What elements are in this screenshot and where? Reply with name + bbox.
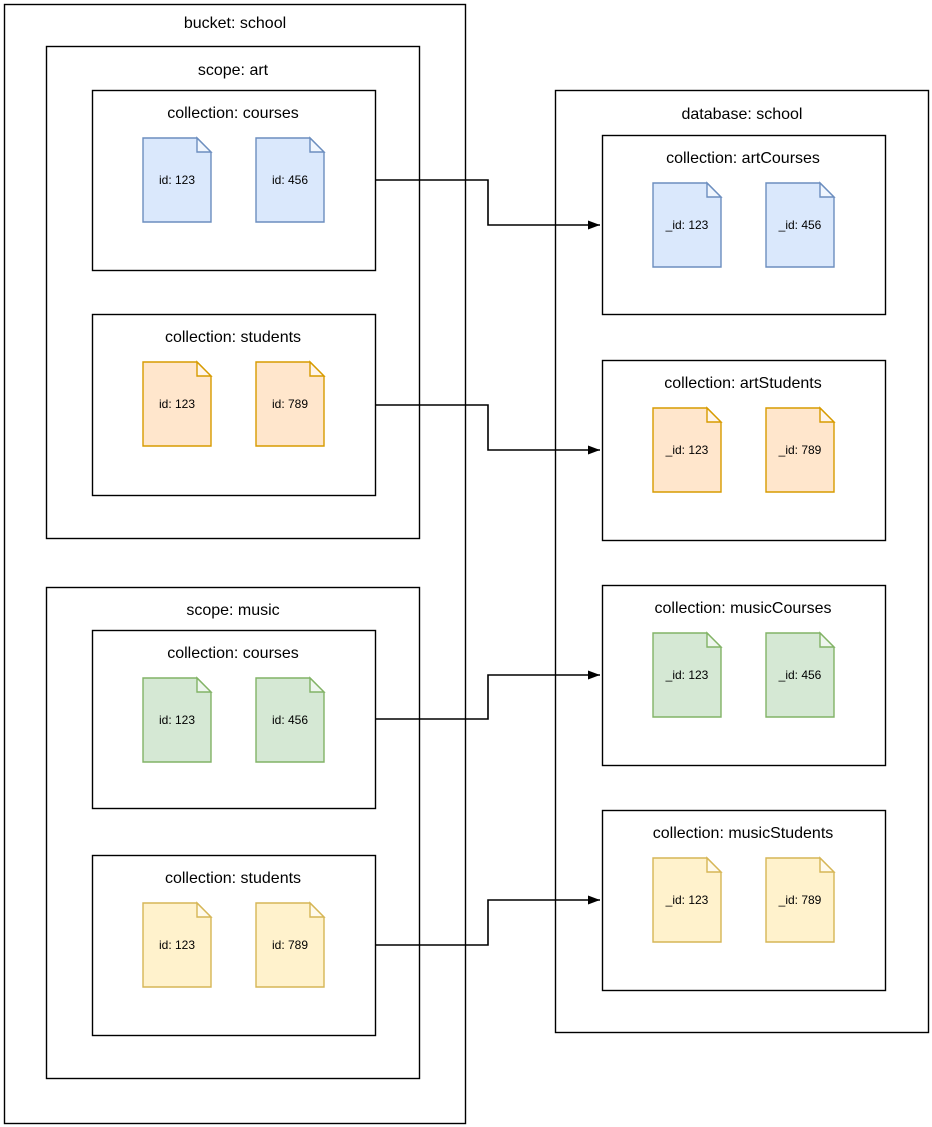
document-fold-corner — [196, 360, 213, 377]
document-shape — [652, 857, 722, 943]
arrow-music-courses-to-musiccourses — [376, 670, 600, 720]
document-shape — [652, 632, 722, 718]
document-id-label: id: 123 — [159, 938, 195, 952]
document-id-label: id: 123 — [159, 397, 195, 411]
art-students-doc-1: id: 123 — [142, 360, 213, 447]
document-shape — [765, 632, 835, 718]
bucket-school-label: bucket: school — [184, 15, 286, 32]
document-id-label: _id: 789 — [778, 893, 822, 907]
musicstudents-doc-2: _id: 789 — [765, 856, 836, 943]
music-students-collection-box — [91, 854, 377, 1037]
document-shape — [142, 137, 212, 223]
document-fold-corner — [309, 136, 326, 153]
document-shape — [255, 361, 325, 447]
artstudents-doc-2: _id: 789 — [765, 406, 836, 493]
document-id-label: _id: 456 — [778, 668, 822, 682]
document-fold-corner — [706, 856, 723, 873]
art-students-collection-box — [91, 313, 377, 497]
arrow-art-courses-to-artcourses — [376, 179, 600, 230]
music-students-doc-1: id: 123 — [142, 901, 213, 988]
musiccourses-collection-label: collection: musicCourses — [655, 600, 832, 617]
artcourses-doc-1: _id: 123 — [652, 181, 723, 268]
document-fold-corner — [706, 181, 723, 198]
document-id-label: _id: 123 — [665, 893, 709, 907]
scope-music-label: scope: music — [186, 602, 279, 619]
document-shape — [255, 677, 325, 763]
document-shape — [142, 902, 212, 988]
document-shape — [765, 407, 835, 493]
arrow-art-students-to-artstudents — [376, 404, 600, 455]
document-shape — [255, 137, 325, 223]
document-id-label: _id: 789 — [778, 443, 822, 457]
document-shape — [142, 677, 212, 763]
art-courses-collection-label: collection: courses — [167, 105, 299, 122]
document-id-label: id: 789 — [272, 938, 308, 952]
music-courses-doc-1: id: 123 — [142, 676, 213, 763]
musiccourses-collection-box — [601, 584, 887, 767]
document-id-label: _id: 123 — [665, 668, 709, 682]
music-students-doc-2: id: 789 — [255, 901, 326, 988]
musiccourses-doc-2: _id: 456 — [765, 631, 836, 718]
document-shape — [765, 182, 835, 268]
music-courses-doc-2: id: 456 — [255, 676, 326, 763]
document-id-label: _id: 123 — [665, 218, 709, 232]
art-students-collection-label: collection: students — [165, 329, 301, 346]
document-id-label: id: 123 — [159, 713, 195, 727]
document-fold-corner — [196, 676, 213, 693]
document-fold-corner — [706, 631, 723, 648]
document-id-label: id: 789 — [272, 397, 308, 411]
document-fold-corner — [309, 676, 326, 693]
artstudents-collection-label: collection: artStudents — [664, 375, 821, 392]
artstudents-doc-1: _id: 123 — [652, 406, 723, 493]
scope-art-label: scope: art — [198, 62, 269, 79]
document-fold-corner — [196, 901, 213, 918]
music-students-collection-label: collection: students — [165, 870, 301, 887]
document-shape — [765, 857, 835, 943]
arrow-music-students-to-musicstudents — [376, 895, 600, 946]
document-fold-corner — [819, 856, 836, 873]
document-id-label: id: 123 — [159, 173, 195, 187]
document-shape — [652, 182, 722, 268]
database-school-label: database: school — [682, 106, 803, 123]
document-shape — [652, 407, 722, 493]
document-id-label: id: 456 — [272, 713, 308, 727]
artcourses-collection-label: collection: artCourses — [666, 150, 820, 167]
art-courses-collection-box — [91, 89, 377, 272]
music-courses-collection-box — [91, 629, 377, 810]
art-courses-doc-1: id: 123 — [142, 136, 213, 223]
musicstudents-collection-label: collection: musicStudents — [653, 825, 834, 842]
document-fold-corner — [819, 181, 836, 198]
document-shape — [142, 361, 212, 447]
artstudents-collection-box — [601, 359, 887, 542]
document-fold-corner — [309, 360, 326, 377]
document-fold-corner — [706, 406, 723, 423]
document-fold-corner — [309, 901, 326, 918]
document-id-label: _id: 123 — [665, 443, 709, 457]
music-courses-collection-label: collection: courses — [167, 645, 299, 662]
document-fold-corner — [819, 406, 836, 423]
artcourses-collection-box — [601, 134, 887, 316]
musiccourses-doc-1: _id: 123 — [652, 631, 723, 718]
document-id-label: id: 456 — [272, 173, 308, 187]
musicstudents-collection-box — [601, 809, 887, 992]
document-id-label: _id: 456 — [778, 218, 822, 232]
document-fold-corner — [819, 631, 836, 648]
document-shape — [255, 902, 325, 988]
art-courses-doc-2: id: 456 — [255, 136, 326, 223]
artcourses-doc-2: _id: 456 — [765, 181, 836, 268]
musicstudents-doc-1: _id: 123 — [652, 856, 723, 943]
art-students-doc-2: id: 789 — [255, 360, 326, 447]
document-fold-corner — [196, 136, 213, 153]
